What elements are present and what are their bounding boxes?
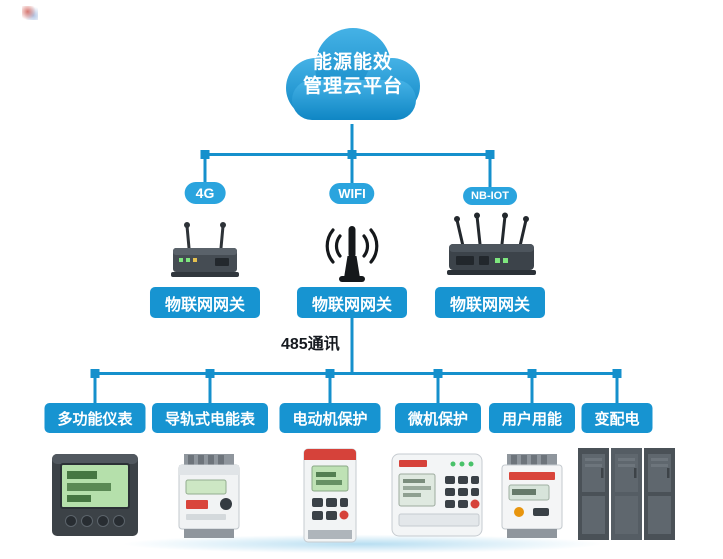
device-label-din-rail-meter: 导轨式电能表	[151, 403, 269, 433]
junction-dot	[205, 369, 215, 378]
gateway-label-wifi: 物联网网关	[296, 287, 408, 318]
badge-nbiot: NB-IOT	[463, 187, 517, 205]
microcomputer-protection-image	[391, 453, 483, 537]
badge-wifi: WIFI	[329, 183, 375, 204]
junction-dot	[433, 369, 443, 378]
junction-dot	[90, 369, 100, 378]
corner-watermark	[22, 6, 38, 20]
junction-dot	[200, 150, 210, 159]
badge-4g: 4G	[184, 182, 226, 204]
din-rail-meter-image	[178, 454, 240, 538]
wifi-antenna-icon	[325, 226, 379, 282]
junction-dot	[325, 369, 335, 378]
gateway-nbiot-router-image	[447, 212, 536, 275]
device-label-power-distribution: 变配电	[581, 403, 653, 433]
power-distribution-cabinet-image	[578, 448, 675, 540]
motor-protection-image	[303, 448, 357, 543]
device-label-multifunction-meter: 多功能仪表	[44, 403, 146, 433]
bus-485-label: 485通讯	[281, 336, 340, 353]
junction-dot	[527, 369, 537, 378]
device-label-user-energy: 用户用能	[488, 403, 576, 433]
device-label-microcomputer-protection: 微机保护	[394, 403, 482, 433]
cloud-title-line1: 能源能效	[312, 52, 393, 73]
cloud-title-line2: 管理云平台	[302, 76, 403, 97]
multifunction-meter-image	[52, 454, 138, 536]
junction-dot	[347, 150, 357, 159]
junction-dot	[485, 150, 495, 159]
cloud-platform-title: 能源能效 管理云平台	[280, 51, 426, 99]
gateway-label-nbiot: 物联网网关	[434, 287, 546, 318]
junction-dot	[612, 369, 622, 378]
cloud-icon	[286, 28, 420, 120]
gateway-label-4g: 物联网网关	[149, 287, 261, 318]
user-energy-meter-image	[501, 454, 563, 538]
device-label-motor-protection: 电动机保护	[279, 403, 381, 433]
gateway-4g-router-image	[171, 222, 239, 277]
